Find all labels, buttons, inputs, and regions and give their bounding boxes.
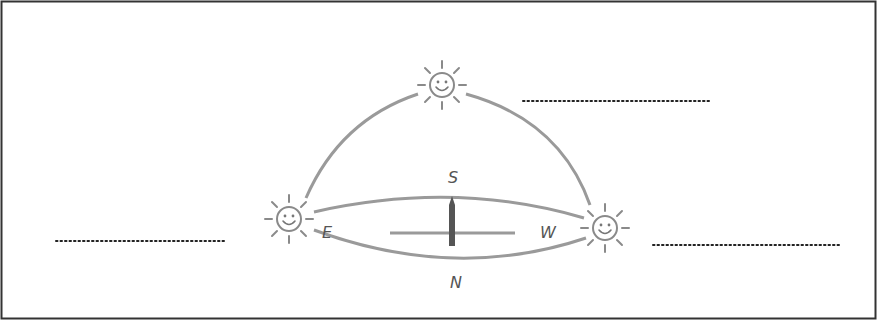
sun-icon [418, 61, 466, 109]
answer-blank [653, 244, 840, 246]
compass-letter: S [446, 169, 460, 187]
sun-arc [306, 94, 418, 198]
compass-letter: E [320, 224, 334, 242]
compass-letter: W [538, 224, 558, 242]
sun-arc [466, 94, 590, 205]
compass-letter: N [448, 274, 464, 292]
gnomon-stick [449, 196, 455, 246]
answer-blank [523, 100, 710, 102]
sun-icon [265, 195, 313, 243]
answer-blank [56, 240, 226, 242]
sun-icon [581, 204, 629, 252]
